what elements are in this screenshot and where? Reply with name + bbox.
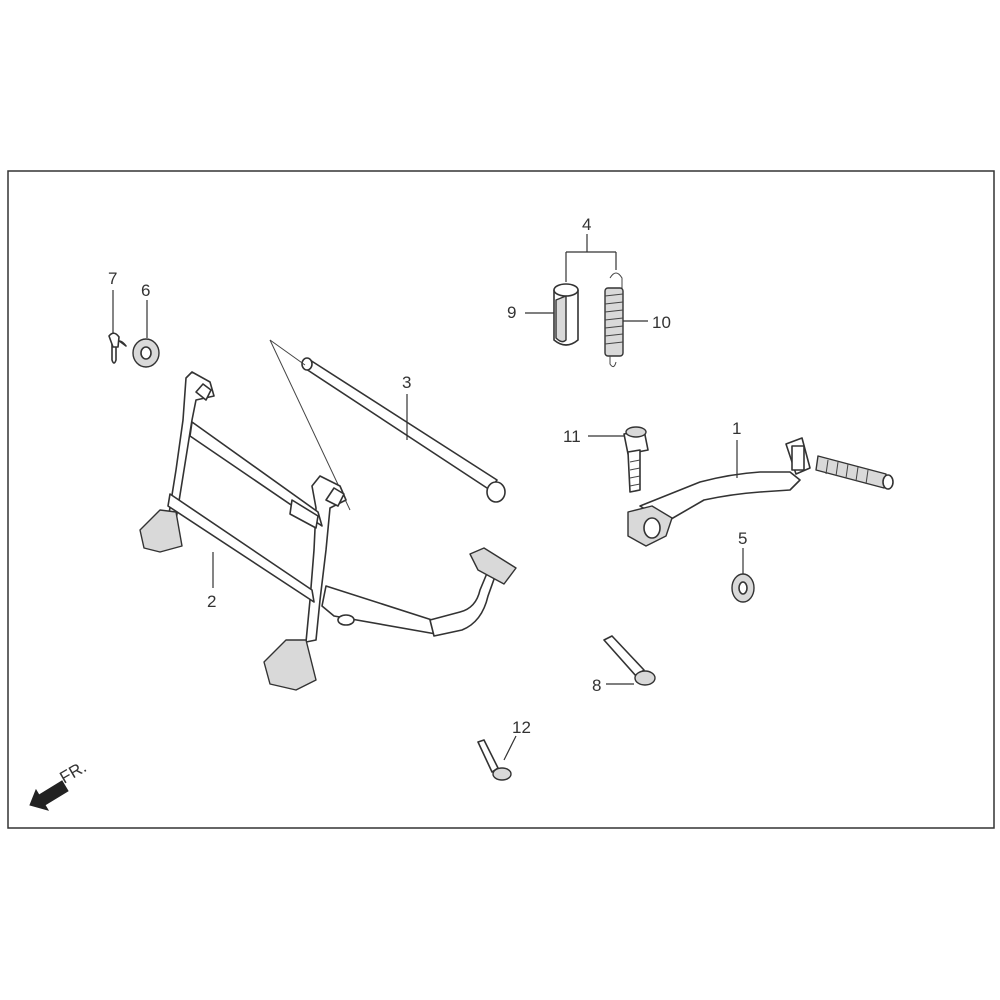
bolt-part-11: [623, 426, 649, 493]
collar-part: [553, 283, 579, 346]
callout-8: 8: [592, 676, 601, 695]
callout-9: 9: [507, 303, 516, 322]
pin-part-8: [603, 635, 656, 686]
callout-2: 2: [207, 592, 216, 611]
callout-7: 7: [108, 269, 117, 288]
callout-3: 3: [402, 373, 411, 392]
washer-part-6: [132, 338, 160, 368]
callout-1: 1: [732, 419, 741, 438]
callout-6: 6: [141, 281, 150, 300]
spring-part: [604, 272, 624, 368]
callout-12: 12: [512, 718, 531, 737]
kick-lever-part: [627, 437, 894, 547]
leader-lines: [112, 234, 744, 761]
callout-11: 11: [563, 427, 581, 446]
washer-part-5: [731, 573, 755, 603]
cotter-pin-part: [108, 332, 127, 364]
main-stand-part: [139, 371, 517, 691]
callout-10: 10: [652, 313, 671, 332]
callout-4: 4: [582, 215, 591, 234]
stand-shaft-part: [269, 339, 506, 511]
bolt-part-12: [477, 739, 512, 781]
front-arrow-icon: [29, 780, 69, 811]
callout-5: 5: [738, 529, 747, 548]
callout-labels: 1 2 3 4 5 6 7 8 9 10 11 12: [108, 215, 747, 737]
